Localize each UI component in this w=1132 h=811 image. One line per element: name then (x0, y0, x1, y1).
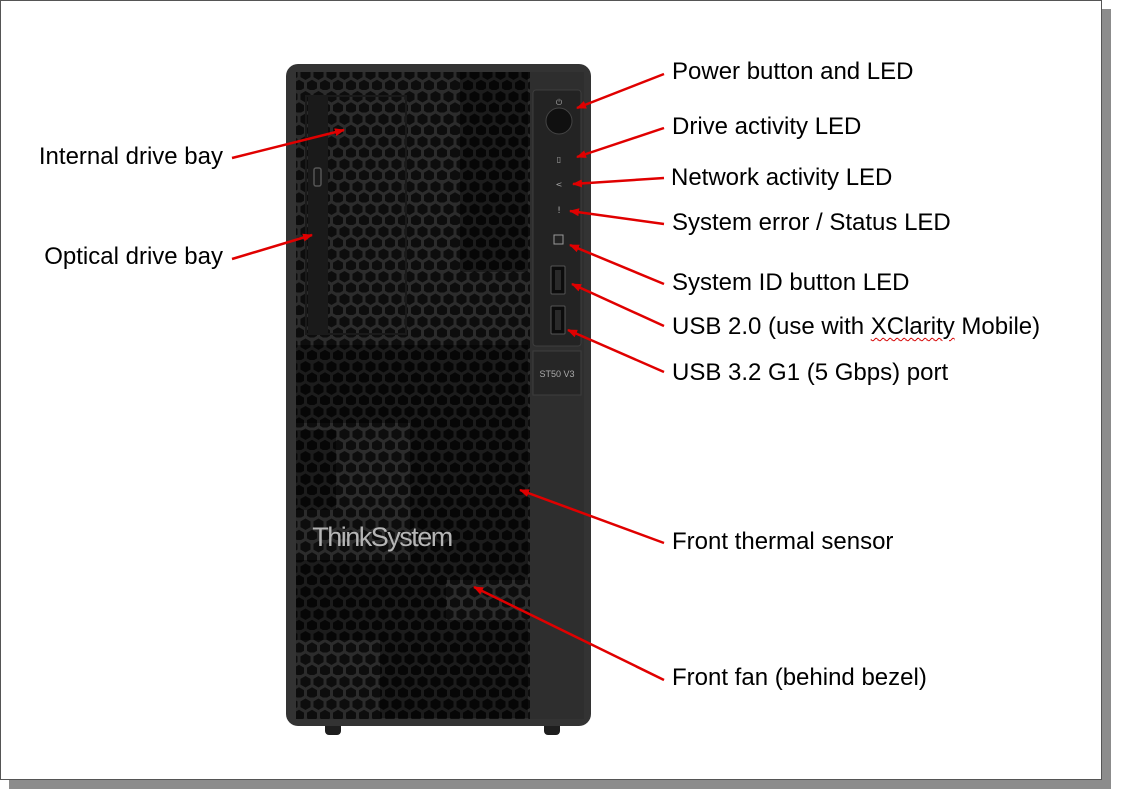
arrow-front-fan (473, 585, 665, 682)
drive-led-icon: ▯ (557, 155, 561, 164)
arrow-network-activity (572, 176, 665, 188)
drive-bays (305, 95, 407, 335)
label-internal-drive-bay: Internal drive bay (38, 143, 223, 170)
label-usb2-suffix: Mobile) (954, 313, 1041, 340)
system-id-button[interactable] (553, 234, 564, 245)
thinksystem-logo: ThinkSystem (312, 522, 452, 552)
label-drive-activity: Drive activity LED (672, 113, 862, 140)
front-control-panel: ⏻ ▯ < ! ST50 V3 (530, 72, 584, 719)
arrow-power-button (576, 72, 665, 110)
error-led-icon: ! (557, 206, 561, 216)
arrow-system-id (569, 243, 665, 286)
label-usb3: USB 3.2 G1 (5 Gbps) port (672, 359, 949, 386)
arrow-system-error (569, 208, 665, 226)
network-led-icon: < (556, 180, 563, 189)
arrow-thermal-sensor (519, 488, 665, 545)
model-badge-text: ST50 V3 (539, 369, 574, 379)
arrow-optical-drive-bay (231, 233, 313, 261)
arrow-drive-activity (576, 126, 665, 159)
arrow-usb3 (567, 328, 665, 374)
label-usb2-prefix: USB 2.0 (use with (672, 313, 871, 340)
label-thermal-sensor: Front thermal sensor (672, 528, 894, 555)
power-icon: ⏻ (556, 98, 563, 107)
label-network-activity: Network activity LED (671, 164, 893, 191)
label-usb2-xclarity: XClarity (870, 313, 955, 340)
mesh-shading (296, 72, 528, 718)
optical-eject-slot (313, 167, 322, 187)
power-button[interactable] (545, 107, 573, 135)
label-front-fan: Front fan (behind bezel) (672, 664, 927, 691)
arrow-usb2 (571, 282, 665, 328)
label-system-error: System error / Status LED (672, 209, 951, 236)
label-power-button: Power button and LED (672, 58, 914, 85)
callout-arrows (231, 72, 665, 682)
model-badge (532, 350, 582, 396)
label-usb2: USB 2.0 (use with XClarity Mobile) (672, 313, 1040, 341)
label-system-id: System ID button LED (672, 269, 910, 296)
label-optical-drive-bay: Optical drive bay (44, 243, 223, 270)
arrow-internal-drive-bay (231, 128, 345, 160)
